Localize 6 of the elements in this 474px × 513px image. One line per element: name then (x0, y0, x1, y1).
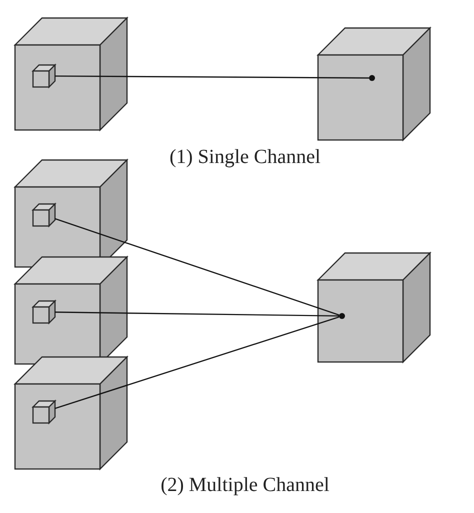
channel-caption: (1) Single Channel (169, 146, 321, 169)
connector-line (55, 75, 369, 79)
connector-line (55, 312, 339, 317)
connector-line (54, 218, 340, 316)
connector-line (54, 316, 340, 410)
channel-caption: (2) Multiple Channel (160, 474, 330, 497)
